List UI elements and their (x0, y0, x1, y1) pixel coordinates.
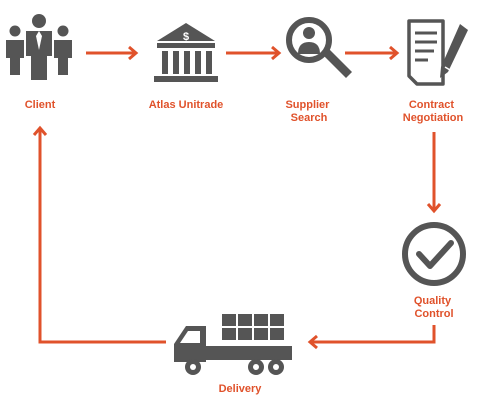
cargo-truck-icon (174, 314, 292, 375)
magnifier-person-icon (286, 17, 352, 78)
label-atlas-unitrade: Atlas Unitrade (149, 99, 224, 111)
arrowhead-delivery-to-client (32, 125, 48, 136)
dollar-sign: $ (183, 31, 189, 43)
arrowhead-contract-to-quality (426, 203, 442, 214)
arrowhead-atlas-to-supplier (271, 45, 282, 61)
arrowhead-supplier-to-contract (389, 45, 400, 61)
arrow-delivery-to-client (38, 130, 166, 344)
flow-arrows (32, 45, 442, 350)
arrow-quality-to-delivery (312, 325, 436, 344)
check-circle-icon (402, 222, 466, 286)
label-quality-control: Quality Control (414, 295, 454, 320)
node-labels: Client Atlas Unitrade Supplier Search Co… (25, 99, 464, 395)
label-client: Client (25, 99, 56, 111)
arrowhead-quality-to-delivery (307, 334, 318, 350)
bank-building-icon: $ (154, 23, 218, 82)
business-people-icon (6, 14, 72, 80)
arrowhead-client-to-atlas (128, 45, 139, 61)
label-delivery: Delivery (219, 383, 263, 395)
label-supplier-search: Supplier Search (285, 99, 332, 124)
label-contract-negotiation: Contract Negotiation (403, 99, 464, 124)
document-pen-icon (407, 19, 468, 86)
